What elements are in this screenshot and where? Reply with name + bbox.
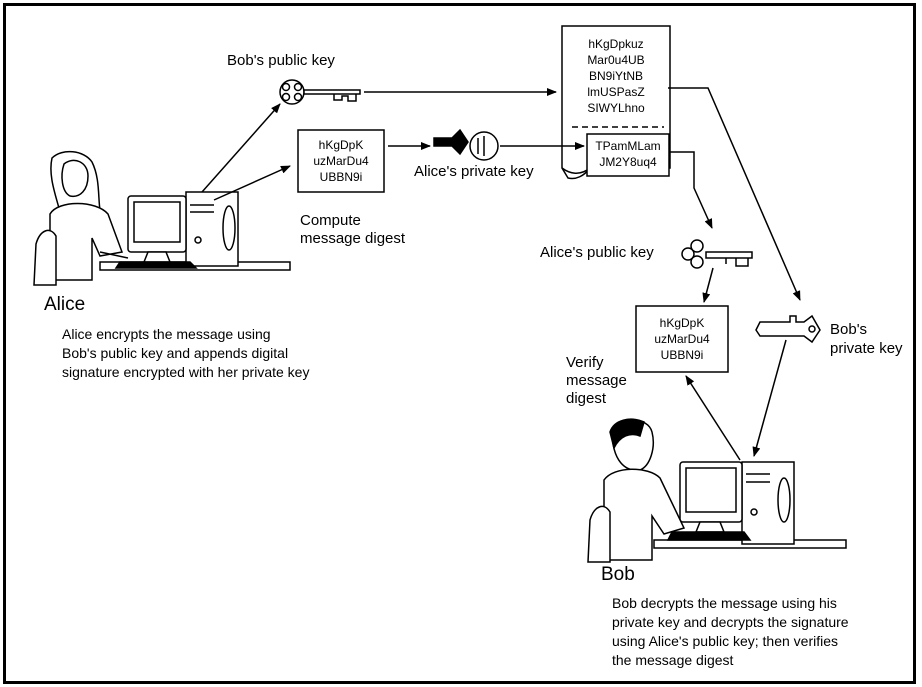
digest-line: uzMarDu4 — [313, 154, 369, 168]
alice-description-line: Bob's public key and appends digital — [62, 345, 289, 361]
alice-digest-box — [297, 129, 385, 193]
alice-description: Alice encrypts the message using Bob's p… — [62, 325, 309, 382]
digest-line: UBBN9i — [660, 348, 704, 362]
alice-illustration — [33, 150, 291, 286]
bob-public-key-icon — [279, 79, 361, 105]
bob-description: Bob decrypts the message using his priva… — [612, 594, 849, 670]
digest-line: UBBN9i — [319, 170, 363, 184]
bob-description-line: private key and decrypts the signature — [612, 614, 849, 630]
verify-label-line: digest — [566, 390, 607, 407]
bob-illustration — [587, 418, 847, 563]
alice-private-key-icon — [433, 128, 499, 161]
arrow-alice-to-digest — [213, 165, 291, 201]
encrypted-message-text: hKgDpkuz Mar0u4UB BN9iYtNB lmUSPasZ SIWY… — [568, 36, 664, 116]
digest-line: hKgDpK — [318, 138, 364, 152]
bob-digest-box — [635, 305, 729, 373]
alice-private-key-label: Alice's private key — [414, 163, 534, 180]
alice-description-line: signature encrypted with her private key — [62, 364, 310, 380]
verify-digest-label: Verify message digest — [566, 354, 627, 408]
alice-name: Alice — [44, 294, 86, 315]
compute-digest-label: Compute message digest — [300, 212, 405, 248]
arrow-alice-to-bob-key — [201, 103, 281, 193]
signature-line: JM2Y8uq4 — [599, 155, 657, 169]
digest-line: uzMarDu4 — [654, 332, 710, 346]
bob-private-key-icon — [755, 314, 821, 344]
encrypted-line: BN9iYtNB — [588, 69, 644, 83]
bob-description-line: the message digest — [612, 652, 734, 668]
encrypted-line: Mar0u4UB — [587, 53, 645, 67]
encrypted-document — [561, 25, 671, 180]
verify-label-line: Verify — [566, 354, 604, 371]
signature-text: TPamMLam JM2Y8uq4 — [587, 138, 669, 170]
bob-digest-text: hKgDpK uzMarDu4 UBBN9i — [636, 315, 728, 363]
bob-name: Bob — [601, 564, 635, 585]
alice-digest-text: hKgDpK uzMarDu4 UBBN9i — [298, 137, 384, 185]
arrow-document-to-bob-private-key — [668, 87, 801, 301]
bob-private-key-label-line: Bob's — [830, 321, 868, 338]
arrow-alice-public-key-to-bob-digest — [702, 267, 714, 303]
digest-line: hKgDpK — [659, 316, 705, 330]
compute-label-line: message digest — [300, 230, 406, 247]
signature-line: TPamMLam — [595, 139, 661, 153]
diagram-frame — [3, 3, 916, 684]
alice-public-key-icon — [681, 239, 753, 269]
bob-description-line: using Alice's public key; then verifies — [612, 633, 839, 649]
encrypted-line: hKgDpkuz — [588, 37, 644, 51]
compute-label-line: Compute — [300, 212, 361, 229]
bob-private-key-label-line: private key — [830, 340, 903, 357]
arrows — [201, 87, 801, 461]
bob-private-key-label: Bob's private key — [830, 320, 903, 358]
arrow-bob-private-key-to-bob — [752, 339, 787, 457]
bob-public-key-label: Bob's public key — [227, 52, 335, 69]
arrow-bob-to-verify-digest — [685, 375, 741, 461]
signature-box — [586, 133, 670, 177]
encrypted-line: lmUSPasZ — [587, 85, 645, 99]
verify-label-line: message — [566, 372, 627, 389]
bob-description-line: Bob decrypts the message using his — [612, 595, 837, 611]
encrypted-line: SIWYLhno — [587, 101, 645, 115]
arrow-signature-to-alice-public-key — [669, 151, 713, 229]
alice-public-key-label: Alice's public key — [540, 244, 654, 261]
alice-description-line: Alice encrypts the message using — [62, 326, 271, 342]
